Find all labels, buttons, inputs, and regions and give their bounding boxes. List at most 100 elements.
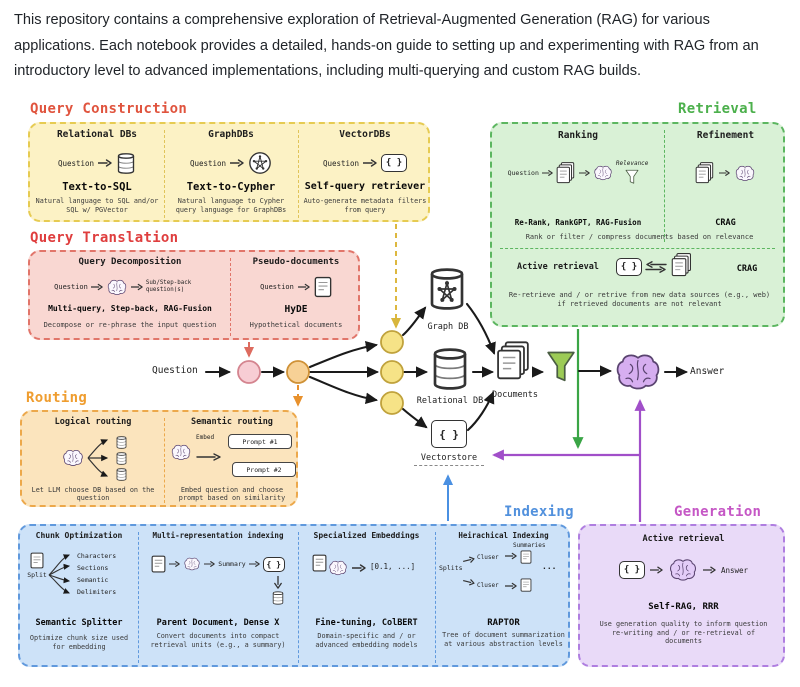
rt-active-header: Active retrieval — [517, 262, 599, 272]
query-construction-panel: Relational DBs Question Text-to-SQL Natu… — [28, 122, 430, 222]
generation-title: Generation — [674, 504, 762, 520]
qc-graph-header: GraphDBs — [208, 129, 254, 140]
documents-label: Documents — [491, 390, 539, 400]
ro-embed-label: Embed — [196, 434, 215, 441]
arrow-icon — [297, 283, 310, 291]
query-construction-title: Query Construction — [30, 101, 188, 117]
qt-pseudo-desc: Hypothetical documents — [249, 321, 343, 329]
ro-semantic-header: Semantic routing — [191, 417, 273, 427]
qc-relational-method: Text-to-SQL — [62, 181, 132, 193]
ix-multirep-desc: Convert documents into compact retrieval… — [150, 632, 286, 649]
ge-method: Self-RAG, RRR — [648, 602, 719, 612]
funnel-icon — [625, 168, 639, 186]
vectorstore-braces: { } — [439, 427, 459, 441]
qc-relational-desc: Natural language to SQL and/or SQL w/ PG… — [35, 197, 159, 214]
translation-node — [237, 360, 261, 384]
rt-ranking-desc: Rank or filter / compress documents base… — [525, 233, 754, 241]
ro-logical-desc: Let LLM choose DB based on the question — [31, 486, 155, 502]
graph-network-icon — [248, 151, 272, 175]
database-icon — [116, 151, 136, 176]
routing-node — [286, 360, 310, 384]
flow-arrows — [204, 302, 689, 432]
rt-ranking-question: Question — [507, 169, 539, 177]
ix-cluster-2-label: Cluser — [477, 582, 499, 589]
curly-braces-icon: { } — [616, 258, 642, 276]
curly-braces-icon: { } — [262, 556, 285, 572]
construction-node-3 — [380, 391, 404, 415]
document-icon — [30, 552, 44, 569]
curly-braces-icon: { } — [618, 561, 645, 579]
ro-semantic-desc: Embed question and choose prompt based o… — [178, 486, 286, 502]
query-translation-panel: Query Decomposition Question Sub/Step-ba… — [28, 250, 360, 340]
qc-graph-method: Text-to-Cypher — [186, 181, 276, 193]
arrow-icon — [719, 170, 730, 176]
indexing-title: Indexing — [504, 504, 574, 520]
divider — [164, 418, 165, 503]
arrow-icon — [130, 283, 143, 291]
divider — [138, 532, 139, 663]
indexing-panel: Chunk Optimization Split Characters Sect… — [18, 524, 570, 667]
documents-stack-icon — [695, 161, 715, 185]
qc-vector-desc: Auto-generate metadata filters from quer… — [303, 197, 427, 214]
qc-graph-question: Question — [189, 158, 227, 168]
ix-split-label: Split — [27, 571, 47, 579]
brain-icon — [328, 560, 348, 576]
arrow-icon — [462, 556, 475, 563]
ro-semantic-flow: Embed Prompt #1 Prompt #2 — [168, 430, 298, 484]
graph-db-icon — [430, 268, 464, 310]
construction-node-1 — [380, 330, 404, 354]
ge-header: Active retrieval — [642, 534, 725, 544]
arrow-icon — [505, 552, 517, 560]
rt-ranking-flow: Question Relevance — [496, 152, 660, 194]
arrow-icon — [505, 582, 517, 590]
arrow-icon — [169, 561, 181, 567]
intro-text: This repository contains a comprehensive… — [14, 12, 759, 79]
graph-db-label: Graph DB — [427, 322, 469, 332]
arrow-icon — [462, 579, 475, 586]
qt-decomposition-desc: Decompose or re-phrase the input questio… — [43, 321, 217, 329]
option-sections: Sections — [77, 564, 109, 572]
divider — [230, 258, 231, 336]
ix-ellipsis: ... — [542, 562, 557, 571]
arrow-icon — [363, 159, 377, 167]
fan-arrows-icon — [48, 554, 71, 594]
database-icon — [115, 467, 128, 482]
ix-chunk-desc: Optimize chunk size used for embedding — [29, 634, 129, 651]
ix-cluster-1-label: Cluser — [477, 554, 499, 561]
brain-icon — [668, 558, 698, 582]
ge-answer-label: Answer — [720, 565, 749, 575]
routing-panel: Logical routing Let LLM choose DB based … — [20, 410, 298, 507]
arrow-icon — [196, 453, 221, 461]
ge-desc: Use generation quality to inform questio… — [599, 620, 768, 645]
qt-pseudo-header: Pseudo-documents — [252, 257, 340, 267]
ix-hier-method: RAPTOR — [487, 618, 520, 628]
qt-pseudo-flow: Question — [234, 273, 358, 301]
rt-ranking-header: Ranking — [557, 130, 599, 141]
vectorstore-label: Vectorstore — [414, 453, 484, 466]
rt-active-desc: Re-retrieve and / or retrive from new da… — [508, 291, 771, 308]
rt-relevance-label: Relevance — [615, 160, 649, 167]
ix-vector-label: [0.1, ...] — [370, 562, 416, 571]
divider — [164, 130, 165, 218]
prompt-1-box: Prompt #1 — [228, 434, 292, 449]
ix-embed-desc: Domain-specific and / or advanced embedd… — [315, 632, 418, 649]
documents-icon — [497, 341, 529, 380]
brain-icon — [183, 557, 201, 571]
option-semantic: Semantic — [77, 576, 109, 584]
ro-logical-header: Logical routing — [54, 417, 132, 427]
fan-arrows-icon — [87, 439, 108, 477]
filter-funnel-icon — [547, 351, 575, 382]
ix-summaries-label: Summaries — [513, 542, 546, 549]
option-delimiters: Delimiters — [77, 588, 117, 596]
qt-decomposition-header: Query Decomposition — [78, 257, 182, 267]
document-icon — [520, 550, 532, 564]
qc-vector-flow: Question { } — [302, 148, 428, 178]
qt-decomposition-flow: Question Sub/Step-back question(s) — [34, 273, 226, 301]
llm-brain-icon — [616, 354, 660, 390]
document-icon — [151, 555, 166, 573]
ix-chunk-method: Semantic Splitter — [35, 618, 123, 628]
ix-multirep-header: Multi-representation indexing — [152, 531, 284, 540]
qt-pseudo-method: HyDE — [284, 304, 308, 315]
divider — [298, 532, 299, 663]
